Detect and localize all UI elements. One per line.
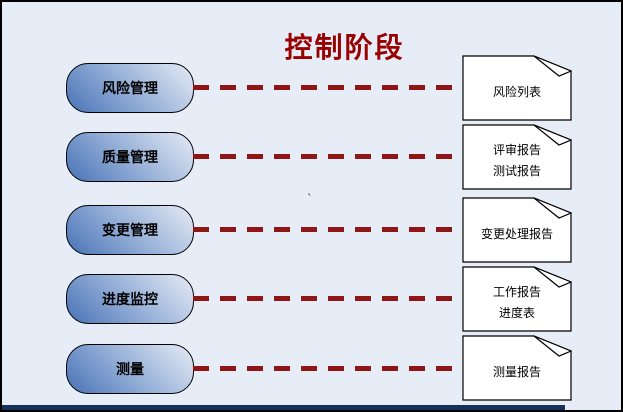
document-work-report-schedule: 工作报告 进度表 [462,266,572,332]
document-risk-list: 风险列表 [462,55,572,121]
process-label: 测量 [116,362,144,378]
process-box-quality: 质量管理 [66,132,194,182]
process-label: 风险管理 [102,81,158,97]
dashed-connector [193,366,463,371]
document-label-line: 测量报告 [492,364,541,379]
process-box-progress: 进度监控 [66,274,194,324]
process-box-change: 变更管理 [66,205,194,255]
process-label: 进度监控 [102,292,158,308]
dashed-connector [193,85,463,90]
document-measure-report: 测量报告 [462,335,572,401]
dashed-connector [193,296,463,301]
document-shape-icon [462,266,572,332]
document-shape-icon [462,197,572,263]
document-shape-icon [462,55,572,121]
page-title: 控制阶段 [284,31,405,64]
document-change-report: 变更处理报告 [462,197,572,263]
document-label-line: 风险列表 [492,84,541,99]
document-label-line: 测试报告 [492,164,541,178]
document-label-line: 评审报告 [492,143,541,157]
document-shape-icon [462,124,572,190]
process-box-risk: 风险管理 [66,63,194,113]
dashed-connector [193,227,463,232]
bottom-navy-bar [2,405,565,410]
process-label: 质量管理 [102,150,158,166]
document-label-line: 进度表 [498,306,535,320]
stray-tick-mark: ` [307,192,313,205]
process-box-measure: 测量 [66,344,194,394]
document-review-test-reports: 评审报告 测试报告 [462,124,572,190]
document-label-line: 变更处理报告 [480,226,553,241]
process-label: 变更管理 [102,223,158,239]
document-shape-icon [462,335,572,401]
document-label-line: 工作报告 [492,285,541,299]
dashed-connector [193,154,463,159]
